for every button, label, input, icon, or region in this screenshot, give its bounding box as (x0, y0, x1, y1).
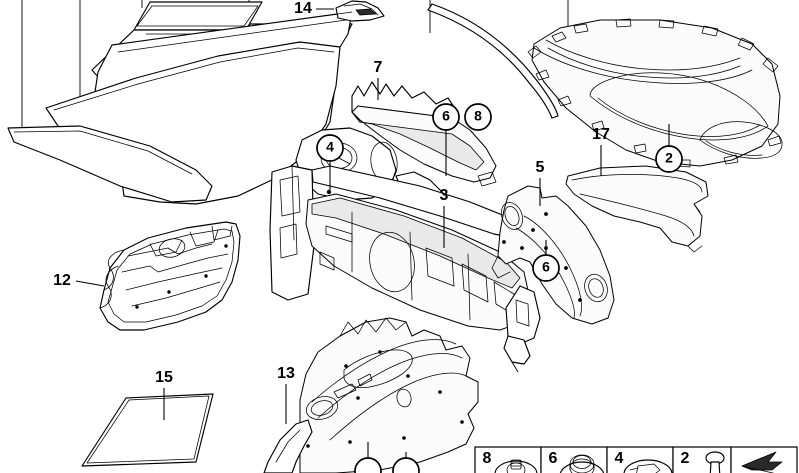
part-14-wedge (335, 0, 385, 22)
oval-clip-icon (623, 459, 673, 473)
callout-label-12: 12 (53, 272, 71, 289)
callout-label-5: 5 (536, 159, 545, 176)
part-13-rear-wheelhouse (263, 317, 479, 473)
callout-circle-6a[interactable] (432, 103, 460, 131)
part-12-door-insulation (99, 221, 241, 331)
callout-leader-lines (75, 8, 670, 424)
part-floor-mat-group (7, 1, 353, 205)
grommet-washer-icon (494, 459, 538, 473)
callout-circle-4[interactable] (316, 134, 344, 162)
legend-label-4: 4 (615, 450, 624, 467)
callout-label-7: 7 (374, 59, 383, 76)
callout-label-8a: 8 (474, 108, 482, 124)
callout-circle-2[interactable] (655, 145, 683, 173)
callout-circles (316, 103, 683, 282)
legend-label-8: 8 (483, 450, 492, 467)
callout-label-14: 14 (294, 0, 312, 17)
callout-label-17: 17 (592, 126, 610, 143)
callout-label-2: 2 (665, 150, 673, 166)
legend-label-6: 6 (549, 450, 558, 467)
legend-strip (474, 446, 798, 473)
hex-nut-icon (559, 454, 605, 473)
callout-label-6b: 6 (542, 259, 550, 275)
callout-number-labels: 14 7 4 6 8 3 5 6 17 2 12 15 13 (53, 0, 673, 386)
part-curved-seal-rod (427, 3, 559, 119)
part-17-rail-strip (565, 165, 709, 253)
callout-label-4: 4 (326, 139, 334, 155)
callout-circle-6b[interactable] (532, 254, 560, 282)
partial-bottom-callouts (354, 442, 420, 473)
part-5-wheelhouse-panel (491, 185, 615, 325)
legend-number-labels: 8 6 4 2 (483, 450, 690, 467)
push-pin-rivet-icon (705, 451, 725, 473)
callout-label-13: 13 (277, 365, 295, 382)
part-15-damping-sheet (81, 393, 214, 467)
legend-label-2: 2 (681, 450, 690, 467)
part-2-headliner (527, 18, 783, 168)
callout-label-15: 15 (155, 369, 173, 386)
callout-label-3: 3 (440, 187, 449, 204)
part-3-firewall-panel (269, 165, 541, 373)
callout-label-6a: 6 (442, 108, 450, 124)
callout-circle-8a[interactable] (464, 103, 492, 131)
arrow-marker-icon (741, 451, 783, 473)
